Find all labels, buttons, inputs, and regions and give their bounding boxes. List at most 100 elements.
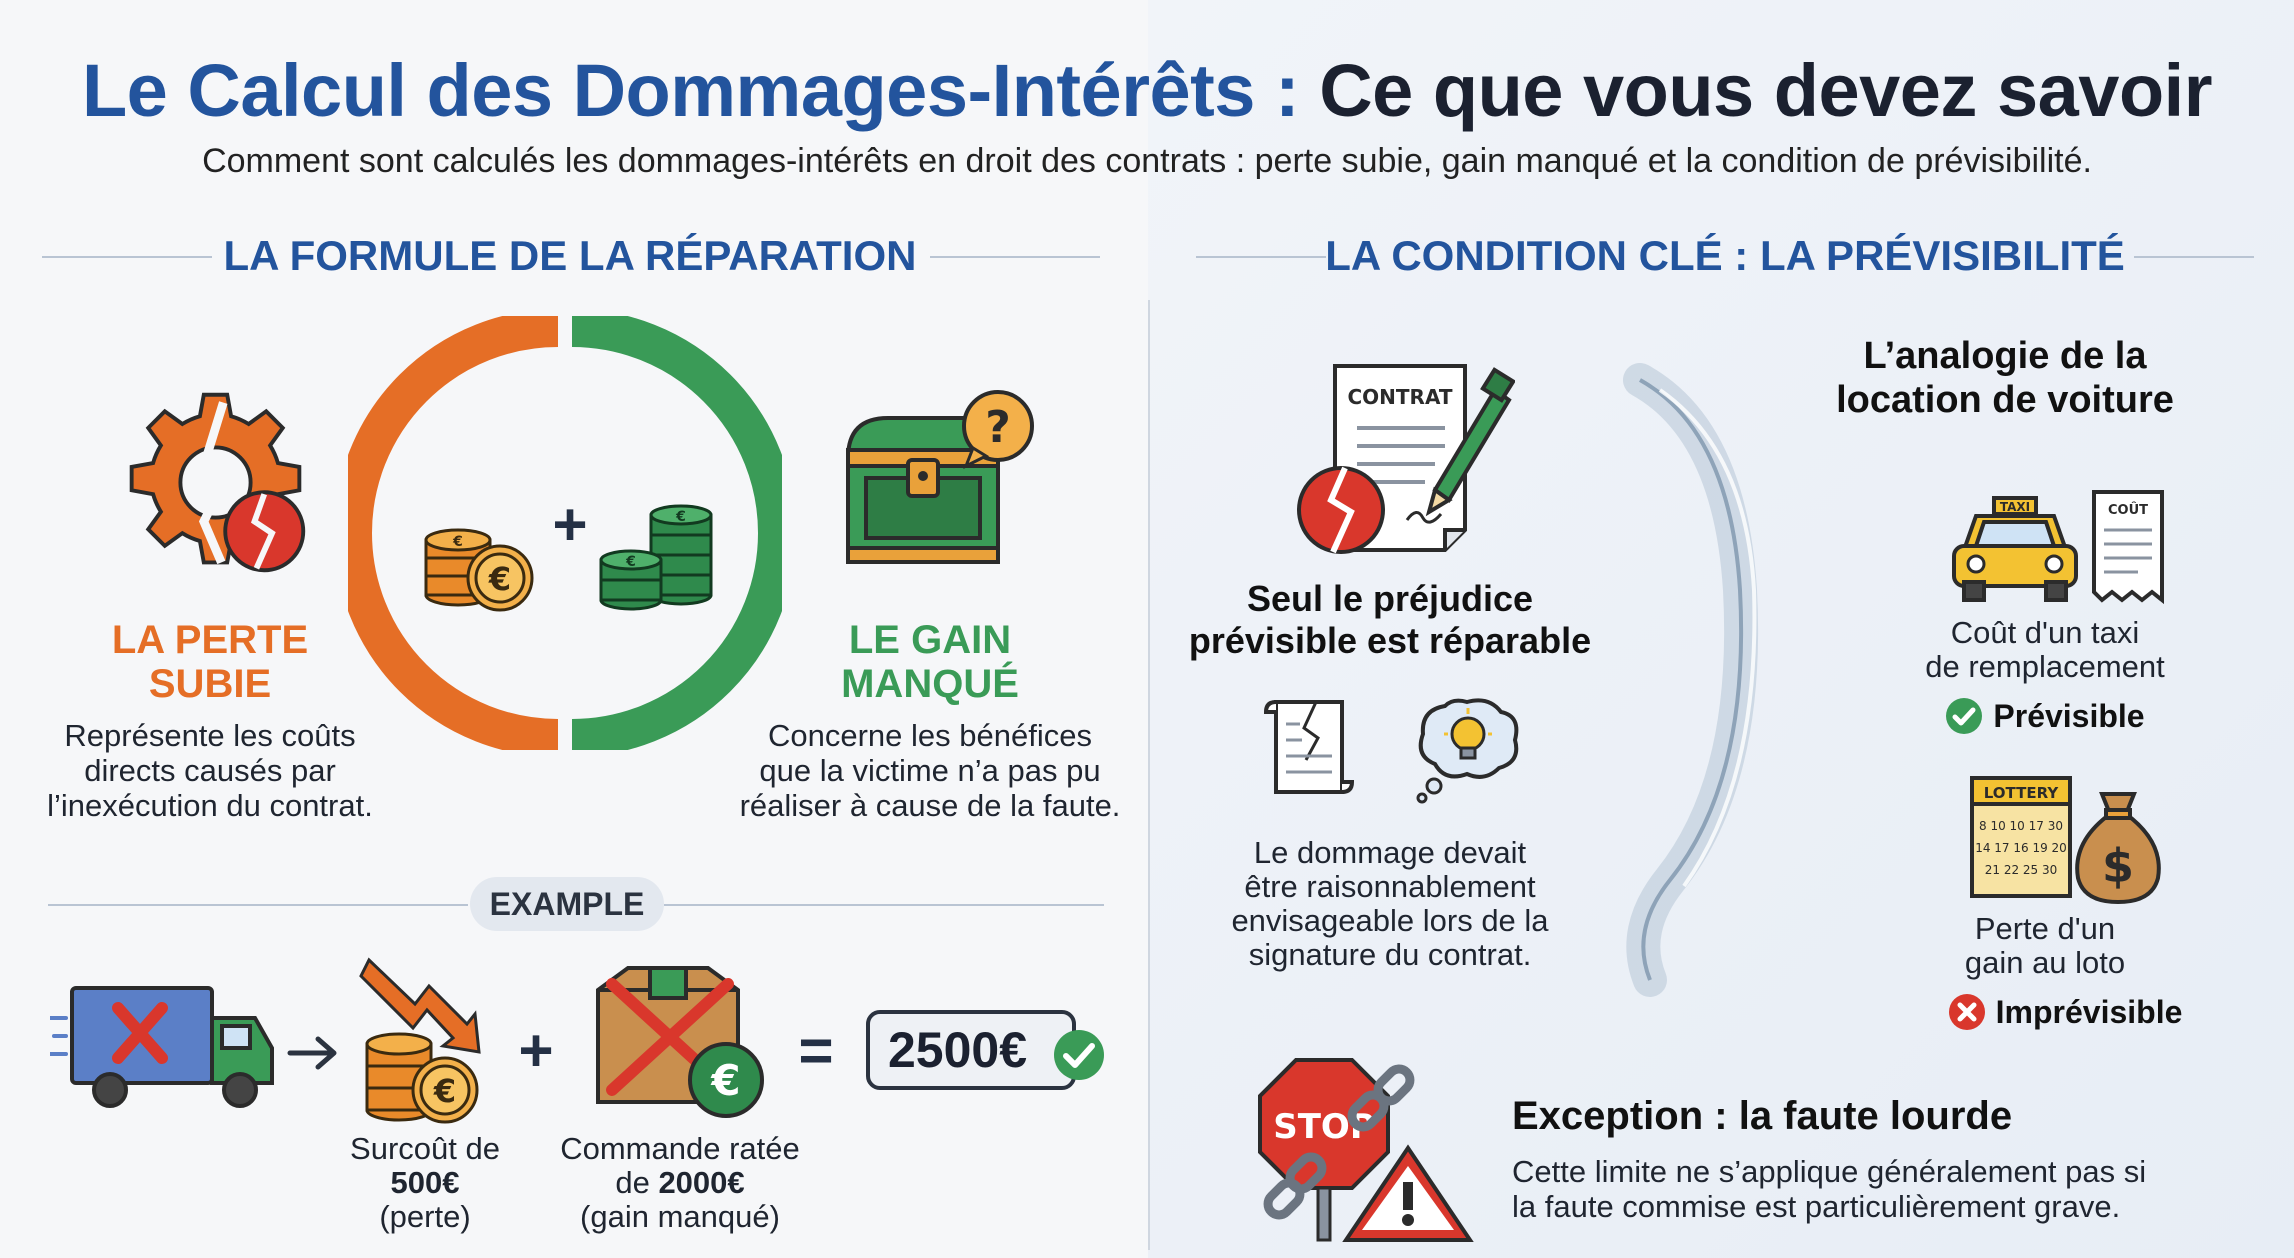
green-coins-icon: € € [599, 504, 713, 611]
check-circle-icon [1945, 697, 1983, 735]
euro-coins-icon: € € [424, 528, 534, 612]
loto-verdict-label: Imprévisible [1995, 994, 2183, 1030]
check-circle-icon [1054, 1030, 1104, 1080]
loto-line2: gain au loto [1964, 945, 2126, 980]
lottery-ticket-icon: LOTTERY 8 10 10 17 30 14 17 16 19 20 21 … [1970, 776, 2072, 898]
gain-title-line2: MANQUÉ [841, 662, 1019, 706]
page-title: Le Calcul des Dommages-Intérêts : Ce que… [0, 48, 2294, 133]
failed-delivery-truck-icon [50, 986, 274, 1108]
main-line1: Seul le préjudice [1246, 578, 1534, 619]
cancelled-order-box-icon: € [596, 966, 764, 1118]
svg-text:€: € [625, 554, 636, 570]
rule-line3: envisageable lors de la [1231, 903, 1549, 938]
heading-rule-right-a [1196, 256, 1326, 258]
commande-caption: Commande ratée de 2000€ (gain manqué) [540, 1132, 820, 1234]
page-subtitle: Comment sont calculés les dommages-intér… [202, 142, 2092, 180]
example-plus: + [518, 1017, 554, 1084]
analogy-line2: location de voiture [1836, 379, 2174, 421]
lottery-numbers-2: 14 17 16 19 20 [1975, 841, 2067, 855]
analogy-line1: L’analogie de la [1863, 335, 2147, 377]
surcout-caption: Surcoût de 500€ (perte) [320, 1132, 530, 1234]
exception-title: Exception : la faute lourde [1512, 1094, 2013, 1138]
x-circle-icon [1948, 993, 1986, 1031]
lottery-numbers-3: 21 22 25 30 [1985, 863, 2058, 877]
broken-contract-icon: CONTRAT [1297, 364, 1515, 554]
perte-description: Représente les coûts directs causés par … [20, 718, 400, 823]
formula-plus: + [552, 491, 588, 558]
taxi-line2: de remplacement [1925, 649, 2165, 684]
example-rule-right [664, 904, 1104, 906]
arrow-right-icon [287, 1036, 337, 1070]
gain-desc-line1: Concerne les bénéfices [768, 718, 1092, 753]
perte-title-line1: LA PERTE [111, 618, 309, 662]
money-bag-icon: $ [2075, 792, 2161, 905]
heading-rule-right-b [2134, 256, 2254, 258]
example-pill: EXAMPLE [470, 877, 664, 931]
gain-desc-line2: que la victime n’a pas pu [759, 753, 1101, 788]
example-result-box: 2500€ [866, 1010, 1076, 1090]
svg-text:€: € [452, 534, 463, 550]
cost-increase-coins-icon: € [359, 957, 481, 1124]
heading-rule-left-a [42, 256, 212, 258]
surcout-amount: 500€ [390, 1165, 460, 1200]
foreseeability-rule: Le dommage devait être raisonnablement e… [1180, 836, 1600, 972]
taxi-line1: Coût d'un taxi [1950, 615, 2140, 650]
svg-text:€: € [433, 1072, 456, 1110]
commande-amount: 2000€ [658, 1165, 745, 1200]
vertical-divider [1148, 300, 1150, 1250]
section-heading-formula: LA FORMULE DE LA RÉPARATION [223, 232, 917, 279]
lottery-numbers-1: 8 10 10 17 30 [1979, 819, 2063, 833]
perte-title: LA PERTE SUBIE [60, 618, 360, 706]
right-panel-background [1148, 0, 2294, 1258]
svg-text:$: $ [2102, 839, 2134, 893]
commande-prefix: de [615, 1165, 650, 1200]
commande-line2: de 2000€ [540, 1166, 820, 1200]
taxi-icon: TAXI [1952, 496, 2078, 602]
exception-line2: la faute commise est particulièrement gr… [1512, 1189, 2121, 1224]
taxi-verdict: Prévisible [1900, 696, 2190, 738]
main-line2: prévisible est réparable [1188, 620, 1592, 661]
example-equals: = [798, 1017, 834, 1084]
gain-title-line1: LE GAIN [848, 618, 1012, 662]
surcout-line3: (perte) [379, 1199, 471, 1234]
page-title-part2: Ce que vous devez savoir [1319, 49, 2213, 132]
gain-description: Concerne les bénéfices que la victime n’… [720, 718, 1140, 823]
receipt-label-text: COÛT [2108, 502, 2148, 518]
gain-title: LE GAIN MANQUÉ [780, 618, 1080, 706]
contract-label: CONTRAT [1347, 385, 1452, 409]
loto-caption: Perte d'un gain au loto [1880, 912, 2210, 980]
lightbulb-thought-icon [1416, 698, 1519, 804]
broken-gear-icon [129, 392, 306, 573]
treasure-chest-question-icon: ? [845, 390, 1034, 564]
svg-text:€: € [710, 1056, 740, 1105]
surcout-line1: Surcoût de [350, 1131, 500, 1166]
exception-line1: Cette limite ne s’applique généralement … [1512, 1154, 2147, 1189]
torn-document-icon [1263, 700, 1355, 794]
svg-text:€: € [488, 560, 511, 598]
formula-ring [348, 316, 782, 750]
analogy-title: L’analogie de la location de voiture [1800, 334, 2210, 422]
rule-line1: Le dommage devait [1253, 835, 1527, 870]
exception-description: Cette limite ne s’applique généralement … [1512, 1154, 2272, 1224]
example-result-value: 2500€ [888, 1022, 1028, 1078]
perte-desc-line2: directs causés par [84, 753, 336, 788]
main-principle: Seul le préjudice prévisible est réparab… [1180, 578, 1600, 662]
loto-line1: Perte d'un [1974, 911, 2116, 946]
taxi-caption: Coût d'un taxi de remplacement [1880, 616, 2210, 684]
taxi-sign-text: TAXI [2000, 500, 2030, 514]
gain-desc-line3: réaliser à cause de la faute. [739, 788, 1121, 823]
taxi-verdict-label: Prévisible [1993, 698, 2145, 734]
svg-text:?: ? [985, 402, 1011, 453]
perte-desc-line1: Représente les coûts [64, 718, 356, 753]
receipt-icon: COÛT [2092, 490, 2164, 605]
commande-line1: Commande ratée [560, 1131, 800, 1166]
perte-desc-line3: l’inexécution du contrat. [47, 788, 373, 823]
svg-text:€: € [675, 509, 686, 525]
perte-title-line2: SUBIE [148, 662, 272, 706]
rule-line2: être raisonnablement [1244, 869, 1536, 904]
section-heading-condition: LA CONDITION CLÉ : LA PRÉVISIBILITÉ [1325, 232, 2125, 279]
glass-divider [1623, 363, 1759, 997]
stop-chain-warning-icon: STOP [1258, 1058, 1474, 1242]
page-title-part1: Le Calcul des Dommages-Intérêts : [81, 49, 1300, 132]
example-rule-left [48, 904, 468, 906]
